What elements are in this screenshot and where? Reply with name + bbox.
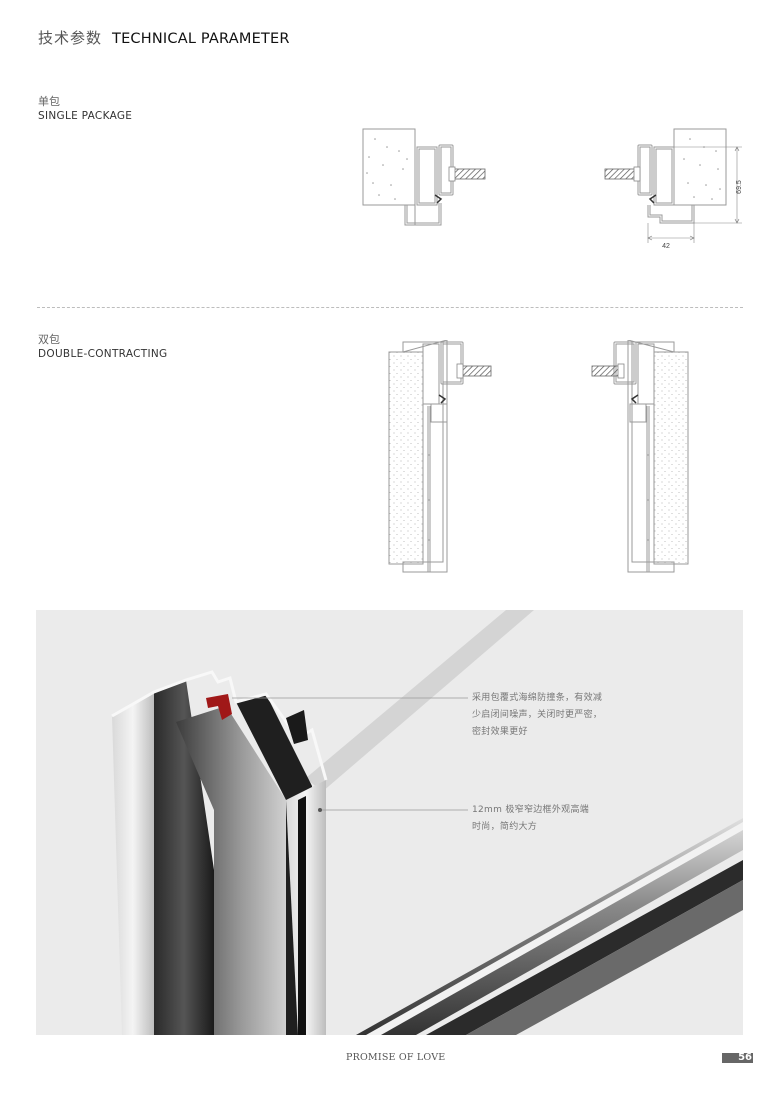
page-title: 技术参数 TECHNICAL PARAMETER xyxy=(38,27,290,49)
page-number-badge: 56 xyxy=(722,1052,753,1063)
section-label-single-package: 单包 SINGLE PACKAGE xyxy=(38,95,132,123)
section-label-zh: 单包 xyxy=(38,95,60,108)
section-label-double-contracting: 双包 DOUBLE-CONTRACTING xyxy=(38,333,167,361)
section-divider xyxy=(37,307,743,308)
single-package-left-section xyxy=(362,128,486,226)
page-number: 56 xyxy=(738,1052,752,1063)
callout-line: 少启闭间噪声，关闭时更严密， xyxy=(472,710,603,720)
product-photo-panel: 采用包覆式海绵防撞条，有效减 少启闭间噪声，关闭时更严密， 密封效果更好 12m… xyxy=(36,610,743,1035)
single-package-right-section: 69.5 42 xyxy=(604,128,743,250)
aluminum-profile-render xyxy=(111,610,743,1035)
dimension-height: 69.5 xyxy=(736,180,743,194)
page-title-en: TECHNICAL PARAMETER xyxy=(112,31,290,47)
double-contracting-left-section xyxy=(388,340,492,573)
footer-title: PROMISE OF LOVE xyxy=(346,1052,446,1063)
section-label-en: SINGLE PACKAGE xyxy=(38,110,133,122)
dimension-width: 42 xyxy=(662,243,670,250)
page-title-zh: 技术参数 xyxy=(38,29,103,47)
callout-line: 时尚，简约大方 xyxy=(472,822,538,832)
callout-narrow-frame: 12mm 极窄窄边框外观高端 时尚，简约大方 xyxy=(472,802,589,836)
callout-line: 采用包覆式海绵防撞条，有效减 xyxy=(472,693,603,703)
callout-seal-strip: 采用包覆式海绵防撞条，有效减 少启闭间噪声，关闭时更严密， 密封效果更好 xyxy=(472,690,602,741)
double-contracting-right-section xyxy=(591,340,689,573)
callout-line: 密封效果更好 xyxy=(472,727,528,737)
section-label-zh: 双包 xyxy=(38,333,60,346)
section-label-en: DOUBLE-CONTRACTING xyxy=(38,348,168,360)
callout-line: 12mm 极窄窄边框外观高端 xyxy=(472,805,590,815)
